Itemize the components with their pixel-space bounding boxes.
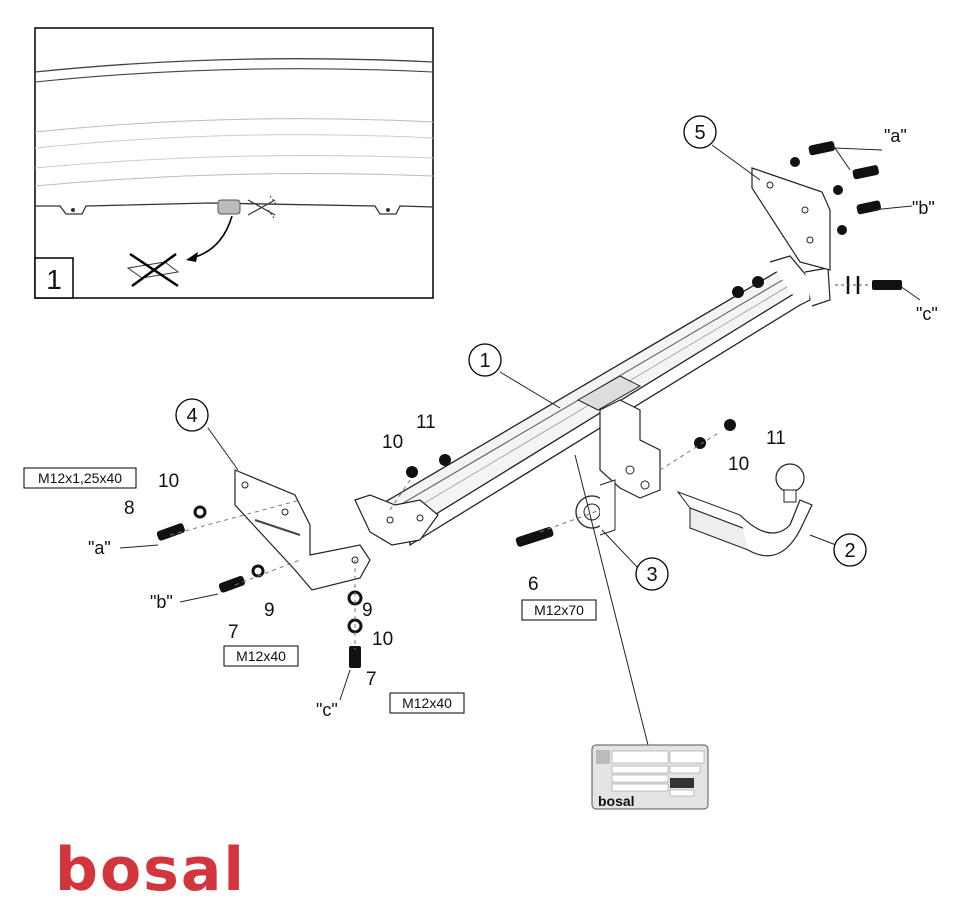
spec-m12x70: M12x70 xyxy=(521,599,597,621)
svg-text:M12x1,25x40: M12x1,25x40 xyxy=(38,470,122,486)
bracket-right xyxy=(732,141,902,298)
label-10-left: 10 xyxy=(158,471,179,492)
label-9-center: 9 xyxy=(362,600,373,621)
svg-text:M12x40: M12x40 xyxy=(236,648,286,664)
crossbar xyxy=(354,255,831,547)
tag-b-top: "b" xyxy=(912,198,935,218)
label-10-top: 10 xyxy=(382,432,403,453)
svg-text:3: 3 xyxy=(646,564,657,586)
label-11-top: 11 xyxy=(416,412,436,433)
label-6: 6 xyxy=(528,574,539,595)
tag-b-left: "b" xyxy=(150,592,173,612)
id-plate: bosal xyxy=(591,744,709,810)
svg-text:M12x70: M12x70 xyxy=(534,602,584,618)
tag-c-right: "c" xyxy=(916,304,938,324)
callout-1: 1 xyxy=(468,343,502,377)
spec-m12x125x40: M12x1,25x40 xyxy=(23,467,137,489)
bracket-left xyxy=(156,454,451,668)
svg-text:2: 2 xyxy=(844,540,855,562)
callout-4: 4 xyxy=(175,398,209,432)
plate-brand: bosal xyxy=(598,793,635,809)
label-7-left: 7 xyxy=(228,622,239,643)
tag-a-top: "a" xyxy=(884,126,907,146)
leader-lines xyxy=(119,144,921,746)
svg-text:1: 1 xyxy=(479,350,490,372)
svg-text:4: 4 xyxy=(186,405,197,427)
callout-3: 3 xyxy=(635,557,669,591)
tow-ball xyxy=(659,419,813,557)
callout-2: 2 xyxy=(833,533,867,567)
tag-c-bottom: "c" xyxy=(316,700,338,720)
label-8: 8 xyxy=(124,498,135,519)
bosal-logo: bosal xyxy=(55,835,246,905)
callout-5: 5 xyxy=(683,115,717,149)
svg-text:M12x40: M12x40 xyxy=(402,695,452,711)
tag-a-left: "a" xyxy=(88,538,111,558)
inset-panel: 1 xyxy=(34,27,434,299)
svg-text:5: 5 xyxy=(694,122,705,144)
spec-m12x40-center: M12x40 xyxy=(389,692,465,714)
label-9-left: 9 xyxy=(264,600,275,621)
label-10-right: 10 xyxy=(728,454,749,475)
spec-m12x40-left: M12x40 xyxy=(223,645,299,667)
socket-plate xyxy=(515,479,616,547)
label-10-center: 10 xyxy=(372,629,393,650)
inset-number: 1 xyxy=(46,264,62,295)
label-11-right: 11 xyxy=(766,428,786,449)
label-7-center: 7 xyxy=(366,669,377,690)
